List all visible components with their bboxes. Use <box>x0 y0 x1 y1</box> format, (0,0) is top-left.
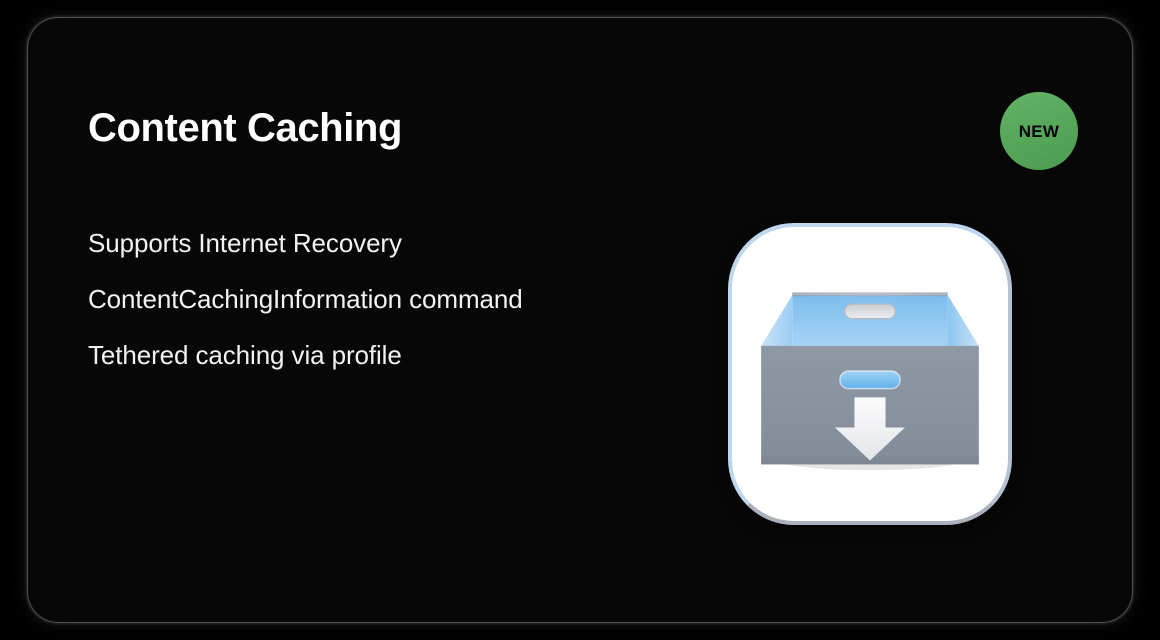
content-caching-box-icon <box>761 292 979 471</box>
status-badge-label: NEW <box>1018 121 1060 141</box>
content-caching-app-icon <box>728 223 1012 525</box>
list-item: Tethered caching via profile <box>88 340 402 370</box>
status-badge-new: NEW <box>1000 92 1078 170</box>
list-item: Supports Internet Recovery <box>88 228 402 258</box>
feature-list: Supports Internet Recovery ContentCachin… <box>88 230 523 398</box>
list-item: ContentCachingInformation command <box>88 284 523 314</box>
slide-card: Content Caching NEW Supports Internet Re… <box>28 18 1132 622</box>
page-title: Content Caching <box>88 105 402 150</box>
